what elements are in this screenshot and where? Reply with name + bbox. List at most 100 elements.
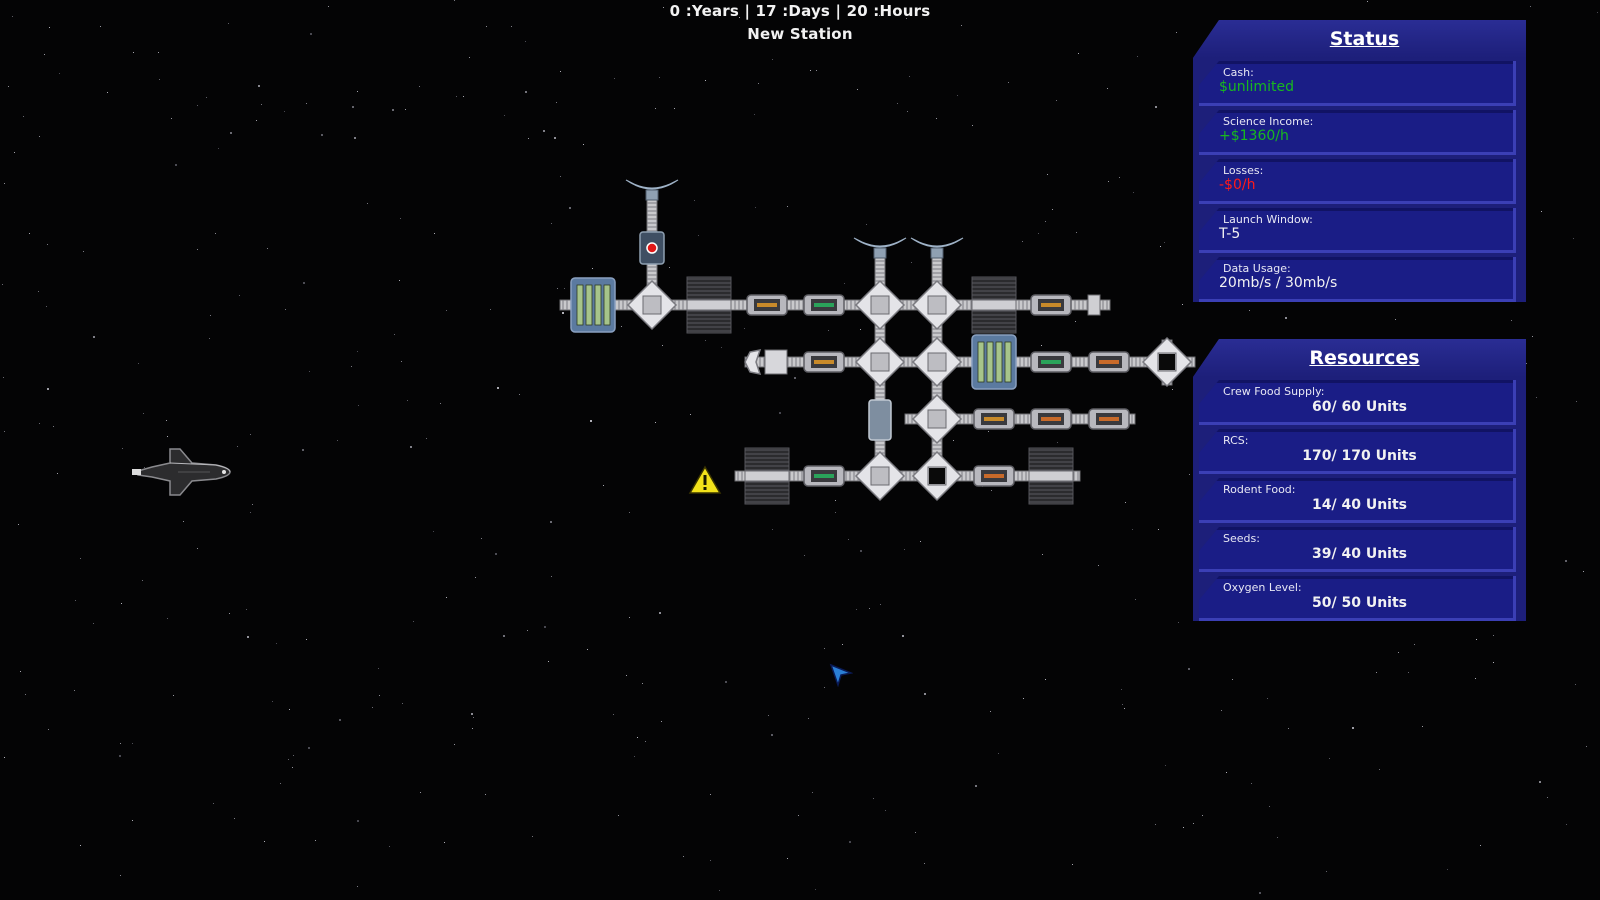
star <box>264 841 265 842</box>
star <box>1565 560 1567 562</box>
star <box>1586 746 1587 747</box>
star <box>47 244 48 245</box>
star <box>551 576 552 577</box>
star <box>446 310 447 311</box>
star <box>787 206 788 207</box>
star <box>816 70 817 71</box>
star <box>107 92 108 93</box>
star <box>206 97 207 98</box>
star <box>1541 211 1542 212</box>
lab-module-equipment <box>757 303 777 307</box>
star <box>1288 728 1289 729</box>
star <box>401 361 402 362</box>
star <box>662 345 663 346</box>
star <box>394 334 395 335</box>
status-value: +$1360/h <box>1219 128 1289 144</box>
star <box>621 326 622 327</box>
star <box>663 7 664 8</box>
star <box>433 531 434 532</box>
star <box>1476 639 1477 640</box>
star <box>357 91 358 92</box>
resource-value: 170/ 170 Units <box>1302 448 1417 464</box>
lab-module-equipment <box>1099 417 1119 421</box>
lab-module-equipment <box>1041 417 1061 421</box>
star <box>1376 672 1377 673</box>
status-panel: Status Cash: $unlimited Science Income: … <box>1193 20 1526 302</box>
star <box>229 613 230 614</box>
star <box>592 268 593 269</box>
star <box>869 608 870 609</box>
star <box>1352 727 1354 729</box>
lab-module-equipment <box>1099 360 1119 364</box>
status-label: Losses: <box>1223 164 1264 177</box>
star <box>261 104 262 105</box>
star <box>1155 106 1157 108</box>
star <box>475 577 476 578</box>
star <box>213 803 214 804</box>
star <box>1526 363 1527 364</box>
star <box>132 820 133 821</box>
star <box>132 743 133 744</box>
resource-value: 39/ 40 Units <box>1312 546 1407 562</box>
star <box>367 203 368 204</box>
star <box>1259 892 1261 894</box>
space-shuttle-icon[interactable] <box>130 445 234 501</box>
star <box>93 336 95 338</box>
star <box>173 695 174 696</box>
resource-row-seeds: Seeds: 39/ 40 Units <box>1193 524 1526 573</box>
star <box>272 701 273 702</box>
star <box>74 690 75 691</box>
star <box>911 262 912 263</box>
star <box>120 875 121 876</box>
status-value: 20mb/s / 30mb/s <box>1219 275 1338 291</box>
star <box>710 794 711 795</box>
star <box>473 717 474 718</box>
star <box>252 504 253 505</box>
status-value: -$0/h <box>1219 177 1256 193</box>
star <box>909 76 910 77</box>
star <box>583 144 584 145</box>
star <box>637 737 638 738</box>
star <box>289 709 290 710</box>
star <box>1226 772 1227 773</box>
star <box>80 558 81 559</box>
antenna-mount <box>873 247 887 259</box>
star <box>812 792 813 793</box>
star <box>885 810 886 811</box>
star <box>1122 704 1123 705</box>
star <box>440 403 441 404</box>
star <box>93 623 94 624</box>
star <box>1367 1 1368 2</box>
star <box>719 890 720 891</box>
warning-triangle-icon[interactable] <box>688 465 722 495</box>
star <box>218 148 219 149</box>
star <box>1108 181 1109 182</box>
star <box>328 6 329 7</box>
star <box>1251 783 1252 784</box>
star <box>924 693 926 695</box>
star <box>629 617 630 618</box>
star <box>1056 100 1057 101</box>
status-value: $unlimited <box>1219 79 1294 95</box>
star <box>256 120 257 121</box>
star <box>20 671 21 672</box>
hub-core <box>927 295 947 315</box>
star <box>705 80 706 81</box>
star <box>357 886 358 887</box>
star <box>292 767 293 768</box>
star <box>683 856 684 857</box>
star <box>4 183 5 184</box>
star <box>419 86 420 87</box>
star <box>4 431 5 432</box>
star <box>29 233 30 234</box>
star <box>267 248 268 249</box>
star <box>1158 529 1159 530</box>
star <box>1125 502 1126 503</box>
star <box>1221 710 1222 711</box>
star <box>1249 310 1250 311</box>
star <box>557 288 558 289</box>
star <box>560 71 561 72</box>
star <box>550 521 552 523</box>
